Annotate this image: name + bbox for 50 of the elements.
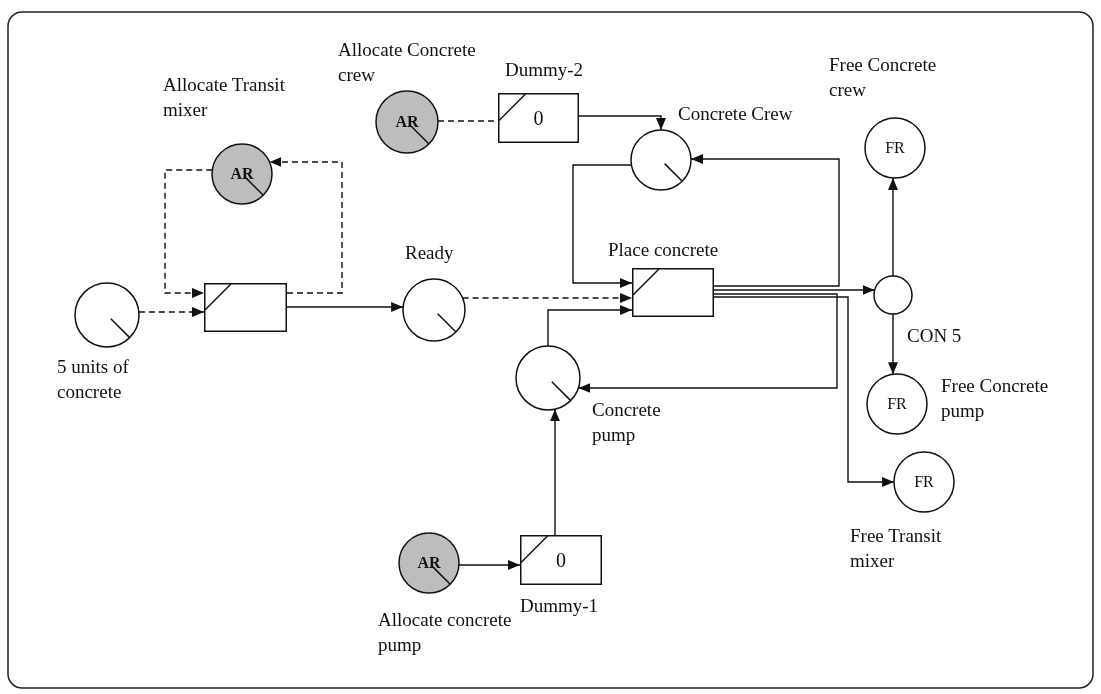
node-caption: Free Concrete pump: [941, 374, 1050, 423]
arrow: [164, 169, 213, 298]
node-caption: Concrete Crew: [678, 102, 793, 126]
node-caption: Allocate concrete pump: [378, 608, 513, 657]
circle-node: [630, 129, 692, 191]
circle-node: [402, 278, 466, 342]
arrow: [458, 560, 521, 570]
circle-node: [866, 373, 928, 435]
node-caption: Allocate Concrete crew: [338, 38, 477, 87]
arrow: [888, 313, 898, 375]
node-caption: Dummy-1: [520, 594, 599, 618]
node-label: 0: [533, 108, 544, 128]
arrow: [286, 302, 404, 312]
node-caption: Dummy-2: [505, 58, 584, 82]
node-label: FR: [885, 140, 905, 156]
arrow: [577, 293, 838, 393]
node-label: 0: [556, 550, 566, 570]
shaded-circle-node: [211, 143, 273, 205]
node-caption: Concrete pump: [592, 398, 662, 447]
arrow: [550, 408, 560, 536]
node-caption: Free Concrete crew: [829, 53, 938, 102]
rectangle-node: [498, 93, 579, 143]
arrow: [138, 307, 205, 317]
circle-node: [873, 275, 913, 315]
arrow: [713, 296, 895, 487]
node-caption: Allocate Transit mixer: [163, 73, 286, 122]
node-label: AR: [230, 166, 254, 182]
arrow: [572, 164, 633, 288]
node-caption: 5 units of concrete: [57, 355, 130, 404]
arrow: [888, 177, 898, 277]
rectangle-node: [520, 535, 602, 585]
circle-node: [864, 117, 926, 179]
node-caption: Free Transit mixer: [850, 524, 943, 573]
node-label: AR: [395, 114, 419, 130]
node-label: FR: [887, 396, 907, 412]
circle-node: [515, 345, 581, 411]
node-caption: Place concrete: [608, 238, 719, 262]
node-caption: Ready: [405, 241, 454, 265]
arrow: [547, 305, 633, 347]
circle-node: [893, 451, 955, 513]
circle-node: [74, 282, 140, 348]
node-caption: CON 5: [907, 324, 962, 348]
node-label: FR: [914, 474, 934, 490]
arrow: [578, 115, 666, 131]
rectangle-node: [204, 283, 287, 332]
shaded-circle-node: [375, 90, 439, 154]
shaded-circle-node: [398, 532, 460, 594]
rectangle-node: [632, 268, 714, 317]
node-label: AR: [417, 555, 441, 571]
arrow: [690, 154, 840, 287]
